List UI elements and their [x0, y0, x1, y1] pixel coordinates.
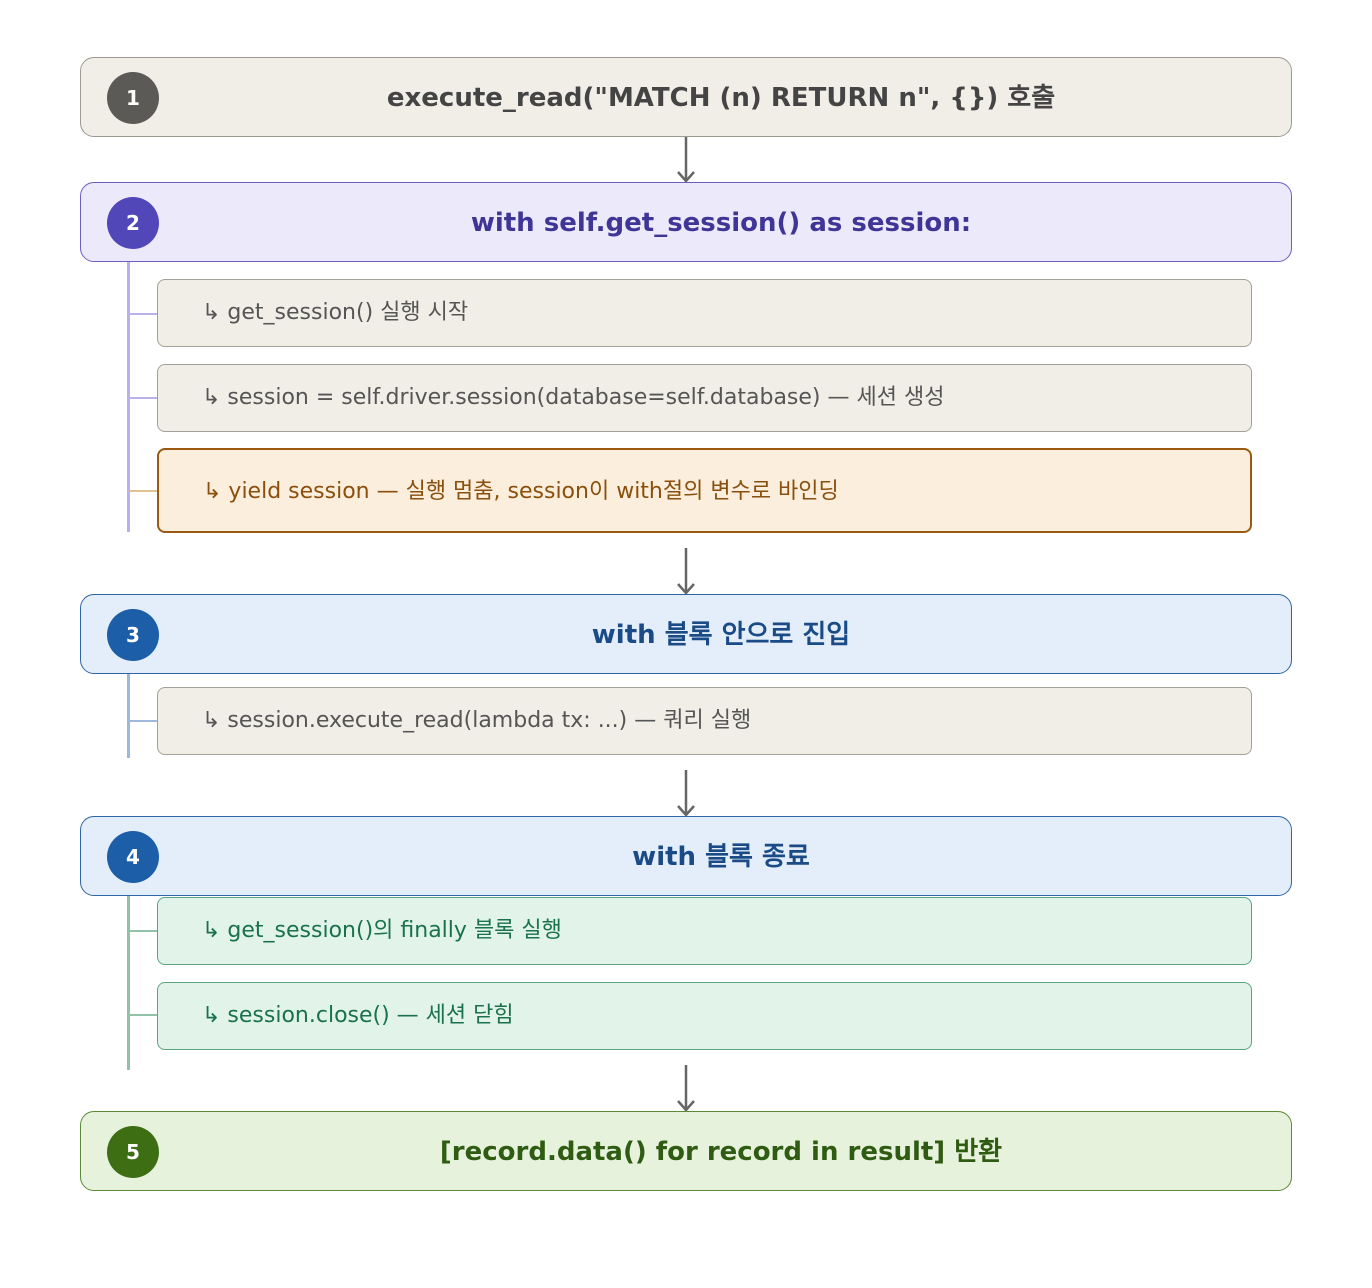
step-1-badge: 1 — [107, 72, 159, 124]
step-3-connector — [127, 674, 130, 758]
step-4-branch — [129, 1014, 157, 1016]
step-5-badge: 5 — [107, 1126, 159, 1178]
substep-get-session-start: ↳ get_session() 실행 시작 — [157, 279, 1252, 347]
arrow-4-to-5 — [677, 1065, 695, 1112]
arrow-2-to-3 — [677, 548, 695, 595]
step-2-title: with self.get_session() as session: — [470, 208, 972, 238]
substep-finally-block: ↳ get_session()의 finally 블록 실행 — [157, 897, 1252, 965]
substep-execute-read: ↳ session.execute_read(lambda tx: ...) —… — [157, 687, 1252, 755]
step-5-box: 5 [record.data() for record in result] 반… — [80, 1111, 1292, 1191]
step-1-box: 1 execute_read("MATCH (n) RETURN n", {})… — [80, 57, 1292, 137]
step-3-branch — [129, 720, 157, 722]
substep-session-close: ↳ session.close() — 세션 닫힘 — [157, 982, 1252, 1050]
step-2-badge: 2 — [107, 197, 159, 249]
step-1-title: execute_read("MATCH (n) RETURN n", {}) 호… — [386, 83, 1056, 113]
step-2-branch — [129, 490, 157, 492]
step-2-branch — [129, 397, 157, 399]
step-4-box: 4 with 블록 종료 — [80, 816, 1292, 896]
step-4-branch — [129, 930, 157, 932]
step-2-box: 2 with self.get_session() as session: — [80, 182, 1292, 262]
step-3-title: with 블록 안으로 진입 — [591, 620, 851, 650]
step-4-badge: 4 — [107, 831, 159, 883]
arrow-1-to-2 — [677, 137, 695, 183]
step-2-connector — [127, 262, 130, 532]
step-2-branch — [129, 313, 157, 315]
substep-yield-session: ↳ yield session — 실행 멈춤, session이 with절의… — [157, 448, 1252, 533]
step-3-badge: 3 — [107, 609, 159, 661]
step-4-title: with 블록 종료 — [632, 842, 810, 872]
step-5-title: [record.data() for record in result] 반환 — [439, 1137, 1003, 1167]
arrow-3-to-4 — [677, 770, 695, 817]
step-3-box: 3 with 블록 안으로 진입 — [80, 594, 1292, 674]
substep-session-create: ↳ session = self.driver.session(database… — [157, 364, 1252, 432]
step-4-connector — [127, 896, 130, 1070]
